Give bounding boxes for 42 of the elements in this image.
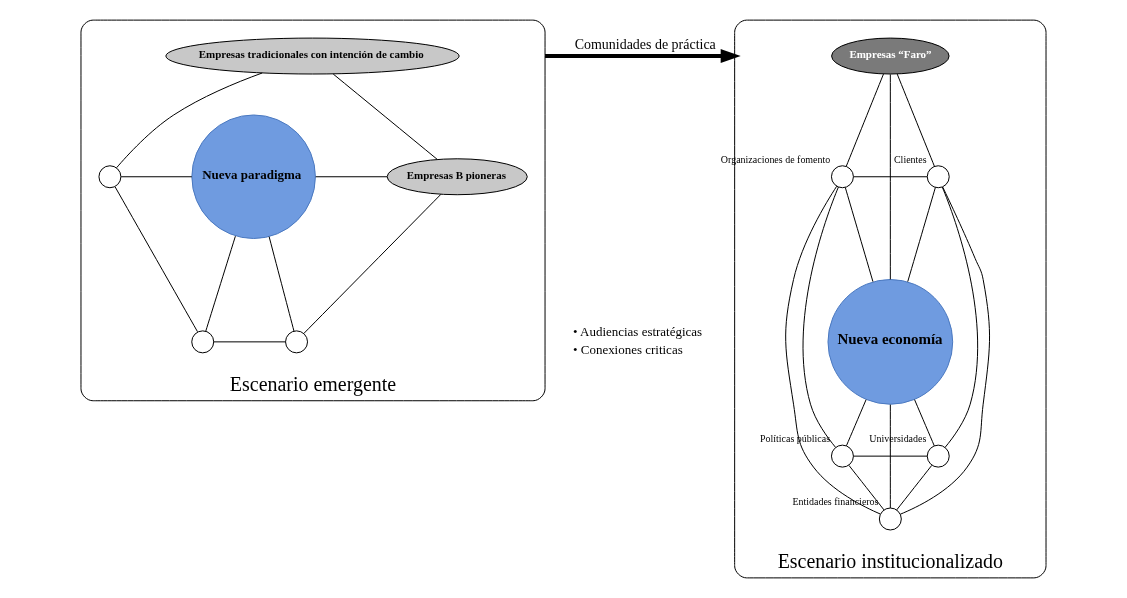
connector [941,186,979,448]
connector [268,236,295,332]
node-circle [830,444,854,468]
connector [889,404,891,509]
node-label: Clientes [893,153,927,165]
node-circle [285,330,308,354]
node-circle: Nueva economía [827,279,954,405]
node-ellipse: Empresas tradicionales con intención de cambio [165,37,460,75]
connector [114,186,199,333]
connector [303,193,442,334]
node-circle [926,165,950,189]
connector [802,186,839,448]
connector [844,186,874,283]
connector [205,235,236,332]
connector [896,464,933,511]
connector [853,455,928,457]
connector [315,176,388,178]
node-circle: Nueva paradigma [191,114,316,240]
arrow [545,49,741,64]
node-ellipse: Empresas “Faro” [831,37,950,75]
connector [853,176,928,178]
connector [907,186,936,283]
connector [120,176,193,178]
connector [914,399,935,447]
node-circle [830,165,854,189]
connector [899,186,990,515]
connector [785,185,881,515]
connector [332,73,438,160]
connector [213,341,287,343]
node-circle [98,165,122,189]
connector [896,73,935,167]
node-circle [191,330,215,354]
label: • Conexiones criticas [572,342,683,358]
edge-label: Comunidades de práctica [574,37,716,53]
connector [116,72,263,169]
label: • Audiencias estratégicas [572,324,703,340]
connector [845,399,867,447]
node-circle [878,507,902,531]
node-circle [926,444,950,468]
connector [845,73,884,167]
node-ellipse: Empresas B pioneras [386,158,528,196]
connector [889,73,891,280]
